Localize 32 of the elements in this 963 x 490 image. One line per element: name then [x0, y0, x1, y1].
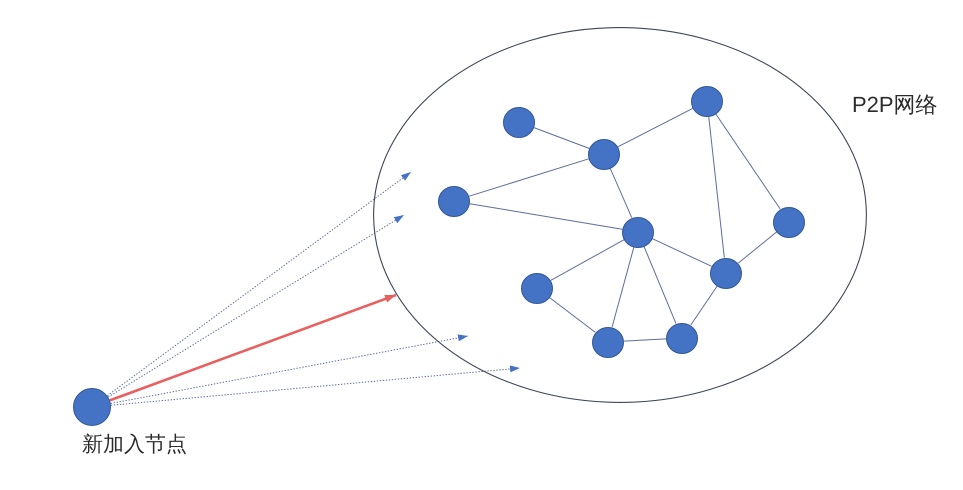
- connector-line: [612, 246, 634, 328]
- peer-node: [588, 138, 620, 170]
- peer-node: [773, 206, 805, 238]
- peer-node: [666, 322, 698, 354]
- network-label: P2P网络: [852, 92, 938, 118]
- peer-node: [521, 272, 553, 304]
- arrow: [109, 294, 396, 402]
- peer-node: [691, 86, 723, 116]
- peer-node: [710, 258, 742, 288]
- connector-line: [624, 338, 666, 342]
- peer-node: [592, 326, 624, 358]
- connector-line: [708, 116, 725, 258]
- connector-line: [550, 239, 625, 281]
- peer-node: [438, 186, 470, 216]
- arrow: [110, 365, 520, 406]
- node-label: 新加入节点: [82, 432, 187, 458]
- connector-line: [533, 127, 590, 149]
- peer-node: [503, 106, 535, 138]
- connector-line: [644, 246, 676, 324]
- connector-line: [469, 203, 623, 230]
- arrow: [108, 214, 404, 398]
- connector-line: [738, 231, 778, 264]
- connector-line: [610, 168, 632, 218]
- arrow: [110, 334, 468, 404]
- connector-line: [618, 108, 694, 148]
- connector-line: [652, 238, 712, 267]
- connector-line: [690, 286, 718, 326]
- connector-line: [549, 297, 596, 333]
- peer-node: [622, 216, 654, 248]
- connector-line: [468, 158, 590, 197]
- connector-line: [715, 114, 781, 210]
- arrow: [106, 172, 412, 396]
